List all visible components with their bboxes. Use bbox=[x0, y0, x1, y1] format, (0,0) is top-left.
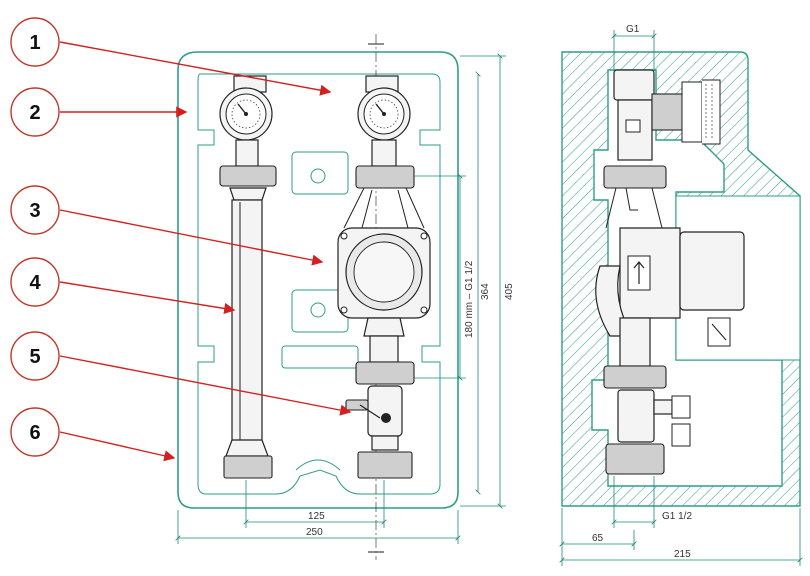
pump-outlet-pipe bbox=[369, 335, 399, 363]
side-section-view: G1 G1 1/2 65 215 bbox=[562, 24, 800, 566]
side-pump-outlet bbox=[619, 317, 651, 367]
callout-3: 3 bbox=[10, 185, 60, 235]
insulation-cavity-top bbox=[291, 151, 349, 195]
insulation-bottom-notch bbox=[295, 459, 341, 471]
left-union-nut bbox=[219, 165, 277, 187]
left-pipe-collar bbox=[229, 187, 267, 201]
thermometer-gauge-icon bbox=[357, 87, 411, 141]
callout-1: 1 bbox=[10, 17, 60, 67]
side-top-nut bbox=[613, 69, 655, 101]
mount-hole-mid bbox=[310, 302, 326, 318]
callout-5: 5 bbox=[10, 331, 60, 381]
callout-4: 4 bbox=[10, 257, 60, 307]
insulation-shell-inner bbox=[197, 73, 441, 495]
callout-6: 6 bbox=[10, 407, 60, 457]
svg-text:2: 2 bbox=[29, 102, 40, 124]
flow-branch bbox=[337, 75, 431, 479]
svg-text:1: 1 bbox=[29, 32, 40, 54]
ball-valve-icon bbox=[345, 385, 403, 437]
dim-364: 364 bbox=[480, 283, 491, 300]
dim-215: 215 bbox=[674, 549, 691, 560]
svg-text:4: 4 bbox=[29, 272, 41, 294]
leader-6 bbox=[59, 431, 176, 462]
svg-text:5: 5 bbox=[29, 346, 40, 368]
front-view: 405 364 180 mm – G1 1/2 125 250 bbox=[178, 34, 515, 560]
dim-180-pump: 180 mm – G1 1/2 bbox=[464, 260, 475, 338]
ball-valve-icon bbox=[617, 389, 691, 447]
pump-outlet-collar bbox=[363, 317, 405, 337]
side-bottom-nut bbox=[605, 443, 665, 475]
side-upper-union bbox=[603, 165, 667, 189]
insulation-rib bbox=[281, 345, 359, 369]
side-pump-ribs bbox=[605, 187, 663, 229]
right-bottom-nut bbox=[357, 451, 413, 479]
side-lower-union bbox=[603, 365, 667, 389]
dim-250: 250 bbox=[306, 527, 323, 538]
callouts: 1 2 3 4 5 6 bbox=[10, 17, 352, 462]
pump-housing-ribs bbox=[343, 187, 425, 229]
thermometer-gauge-icon bbox=[681, 79, 721, 145]
side-check-valve bbox=[625, 119, 641, 133]
right-valve-tail bbox=[371, 435, 399, 451]
right-lower-union bbox=[355, 361, 415, 385]
return-branch bbox=[219, 75, 277, 479]
left-pipe bbox=[231, 199, 263, 451]
dim-g1-half: G1 1/2 bbox=[662, 511, 692, 522]
side-gauge-stem bbox=[651, 93, 683, 131]
left-valve-body bbox=[235, 139, 259, 167]
dim-405: 405 bbox=[504, 283, 515, 300]
circulation-pump-icon bbox=[619, 227, 745, 347]
leader-3 bbox=[59, 209, 324, 266]
svg-text:3: 3 bbox=[29, 200, 40, 222]
dim-g1-top: G1 bbox=[626, 24, 640, 35]
leader-1 bbox=[59, 41, 332, 96]
callout-2: 2 bbox=[10, 87, 60, 137]
leader-5 bbox=[59, 355, 352, 416]
circulation-pump-icon bbox=[337, 227, 431, 319]
svg-text:6: 6 bbox=[29, 422, 40, 444]
side-dimensions: G1 G1 1/2 65 215 bbox=[562, 24, 800, 566]
leader-4 bbox=[59, 281, 236, 314]
thermometer-gauge-icon bbox=[219, 87, 273, 141]
front-dimensions: 405 364 180 mm – G1 1/2 125 250 bbox=[178, 56, 515, 544]
right-valve-body bbox=[371, 139, 397, 167]
right-union-nut bbox=[355, 165, 415, 189]
left-bottom-nut bbox=[223, 455, 273, 479]
dim-65: 65 bbox=[592, 533, 604, 544]
left-pipe-foot bbox=[225, 439, 269, 457]
mount-hole-top bbox=[310, 168, 326, 184]
dim-125: 125 bbox=[308, 511, 325, 522]
